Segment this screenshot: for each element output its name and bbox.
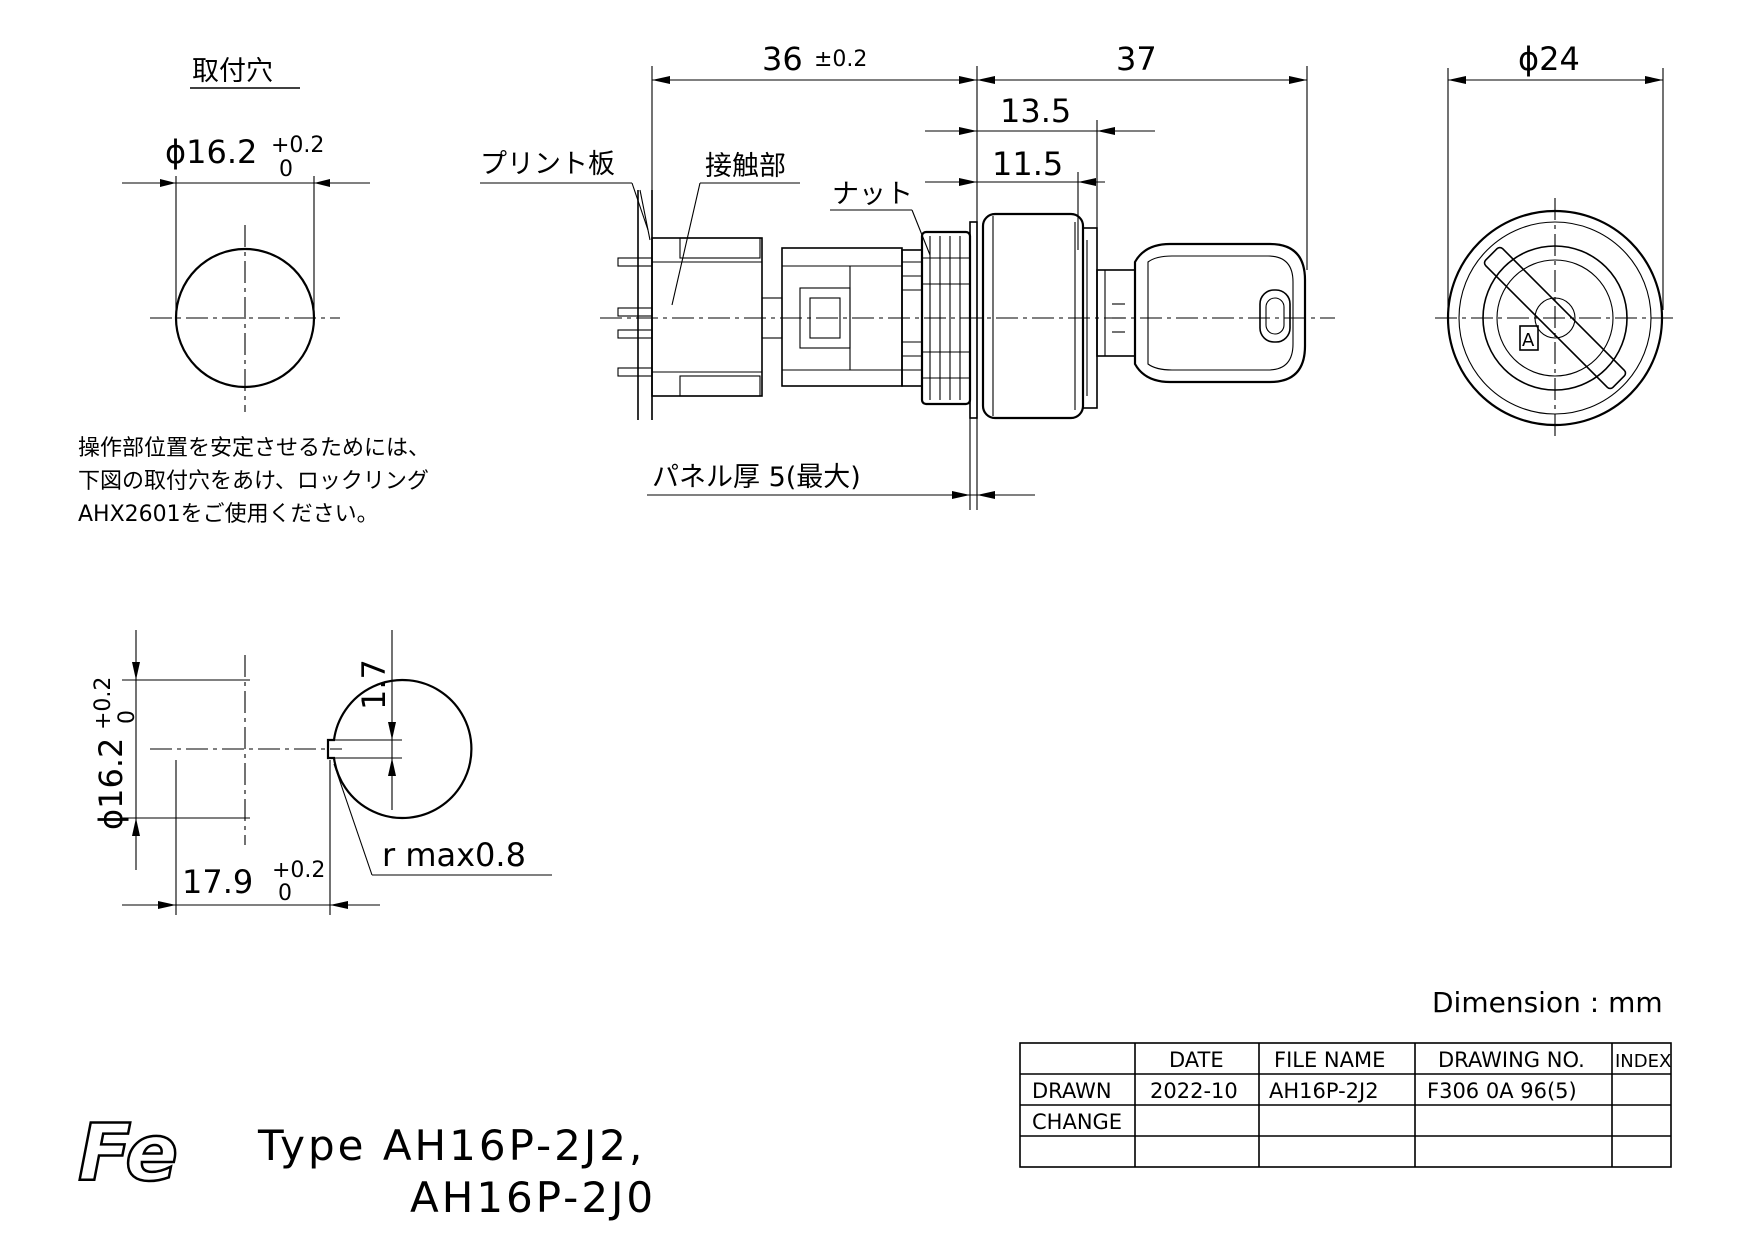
row-drawn-file-name: AH16P-2J2 bbox=[1269, 1079, 1379, 1103]
side-view: 36 ±0.2 37 13.5 11.5 プリント板 接触部 ナット bbox=[480, 40, 1335, 510]
header-index: INDEX bbox=[1615, 1051, 1671, 1072]
type-line-2: AH16P-2J0 bbox=[410, 1173, 656, 1222]
units-label: Dimension : mm bbox=[1432, 986, 1663, 1019]
header-date: DATE bbox=[1169, 1048, 1224, 1072]
keyed-hole-tol-lower: 0 bbox=[115, 710, 140, 724]
row-change-label: CHANGE bbox=[1032, 1110, 1122, 1134]
label-panel-thickness: パネル厚 5(最大) bbox=[652, 462, 861, 493]
header-file-name: FILE NAME bbox=[1274, 1048, 1385, 1072]
keyed-hole-view: ϕ16.2 +0.2 0 1.7 17.9 +0.2 0 r max0.8 bbox=[91, 630, 552, 915]
mounting-hole-tol-lower: 0 bbox=[279, 157, 293, 182]
mounting-hole-diameter: ϕ16.2 bbox=[165, 133, 257, 171]
keyed-hole-tol-upper: +0.2 bbox=[91, 677, 116, 730]
logo-text: Fe bbox=[78, 1109, 178, 1199]
label-nut: ナット bbox=[832, 179, 913, 210]
row-drawn-label: DRAWN bbox=[1032, 1079, 1112, 1103]
row-drawn-date: 2022-10 bbox=[1150, 1079, 1238, 1103]
note-line-3: AHX2601をご使用ください。 bbox=[78, 502, 379, 527]
front-view: ϕ24 A bbox=[1435, 40, 1675, 440]
keyed-hole-width-tol-upper: +0.2 bbox=[272, 858, 325, 883]
keyed-hole-diameter: ϕ16.2 bbox=[92, 738, 130, 830]
header-drawing-no: DRAWING NO. bbox=[1438, 1048, 1585, 1072]
dim-36: 36 bbox=[762, 40, 803, 78]
key-mark: A bbox=[1522, 330, 1535, 351]
company-logo: Fe bbox=[77, 1108, 180, 1201]
keyed-hole-notch-depth: 1.7 bbox=[355, 659, 393, 710]
mounting-note: 操作部位置を安定させるためには、 下図の取付穴をあけ、ロックリング AHX260… bbox=[78, 436, 430, 527]
keyed-hole-radius: r max0.8 bbox=[382, 836, 526, 874]
label-pcb: プリント板 bbox=[480, 149, 615, 180]
label-contact: 接触部 bbox=[705, 151, 786, 182]
dim-37: 37 bbox=[1116, 40, 1157, 78]
keyed-hole-width: 17.9 bbox=[182, 863, 253, 901]
type-line-1: Type AH16P-2J2, bbox=[257, 1121, 645, 1170]
keyed-hole-width-tol-lower: 0 bbox=[278, 881, 292, 906]
note-line-2: 下図の取付穴をあけ、ロックリング bbox=[78, 469, 429, 494]
title-block: DATE FILE NAME DRAWING NO. INDEX DRAWN 2… bbox=[1019, 1042, 1672, 1168]
dim-13-5: 13.5 bbox=[1000, 92, 1071, 130]
dim-36-tol: ±0.2 bbox=[814, 47, 867, 72]
mounting-hole-title: 取付穴 bbox=[192, 56, 273, 87]
dim-11-5: 11.5 bbox=[992, 145, 1063, 183]
mounting-hole-tol-upper: +0.2 bbox=[271, 133, 324, 158]
mounting-hole-view: 取付穴 ϕ16.2 +0.2 0 bbox=[122, 56, 370, 412]
row-drawn-drawing-no: F306 0A 96(5) bbox=[1427, 1079, 1577, 1103]
note-line-1: 操作部位置を安定させるためには、 bbox=[78, 436, 430, 461]
front-view-diameter: ϕ24 bbox=[1518, 40, 1580, 78]
